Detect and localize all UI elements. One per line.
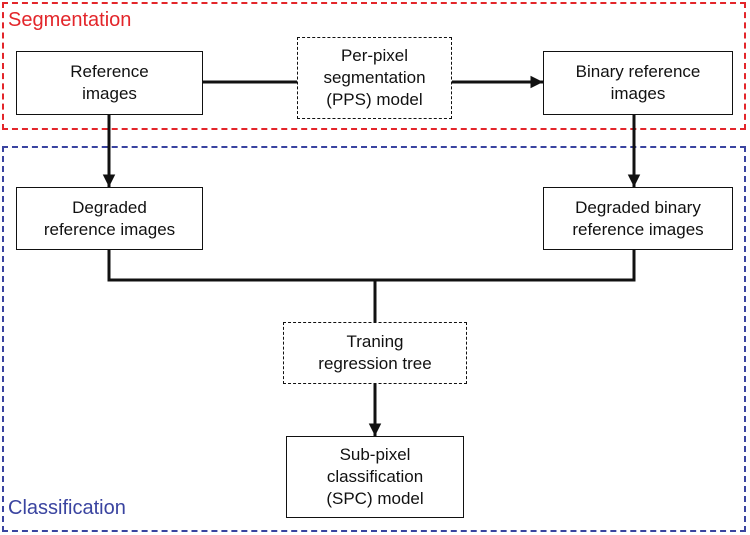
reference-images-box: Reference images bbox=[16, 51, 203, 115]
degraded-binary-reference-images-box: Degraded binary reference images bbox=[543, 187, 733, 250]
pps-model-box: Per-pixel segmentation (PPS) model bbox=[297, 37, 452, 119]
training-regression-tree-label: Traning regression tree bbox=[318, 332, 432, 373]
spc-model-box: Sub-pixel classification (SPC) model bbox=[286, 436, 464, 518]
binary-reference-images-label: Binary reference images bbox=[575, 62, 701, 103]
segmentation-region bbox=[2, 2, 746, 130]
degraded-binary-reference-images-label: Degraded binary reference images bbox=[572, 197, 704, 239]
spc-model-label: Sub-pixel classification (SPC) model bbox=[326, 445, 424, 508]
binary-reference-images-box: Binary reference images bbox=[543, 51, 733, 115]
degraded-reference-images-box: Degraded reference images bbox=[16, 187, 203, 250]
reference-images-label: Reference images bbox=[70, 62, 149, 103]
segmentation-region-label: Segmentation bbox=[8, 9, 132, 31]
edge-merge-degraded bbox=[107, 250, 636, 282]
classification-region bbox=[2, 146, 746, 532]
degraded-reference-images-label: Degraded reference images bbox=[43, 197, 176, 239]
training-regression-tree-box: Traning regression tree bbox=[283, 322, 467, 384]
classification-region-label: Classification bbox=[8, 497, 126, 519]
pps-model-label: Per-pixel segmentation (PPS) model bbox=[323, 46, 426, 109]
